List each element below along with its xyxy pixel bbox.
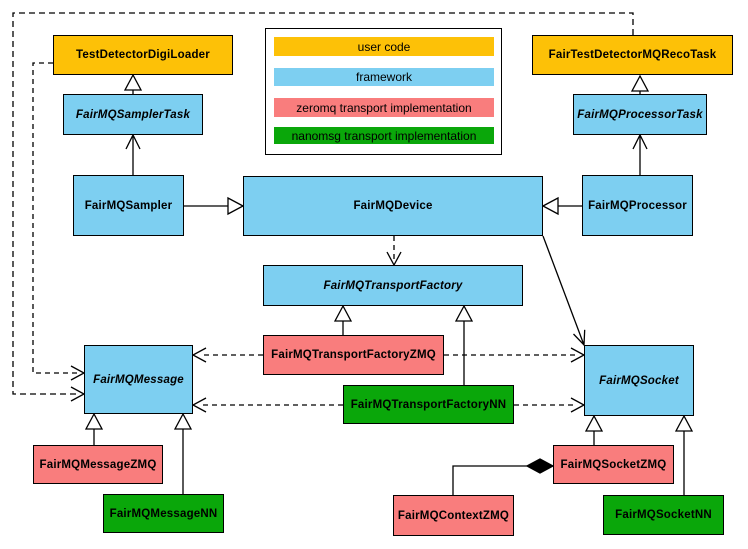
edge-socketnn-to-socket <box>674 414 694 495</box>
edge-tfnn-to-transportfactory <box>454 304 474 385</box>
class-fairmqmessage: FairMQMessage <box>84 345 193 414</box>
edge-contextzmq-to-socketzmq <box>452 458 555 495</box>
edge-tfnn-to-socket <box>514 397 586 413</box>
inheritance-triangle-icon <box>630 74 650 92</box>
inheritance-triangle-icon <box>84 412 104 430</box>
edge-tfzmq-to-socket <box>444 347 586 363</box>
open-arrowhead-icon <box>632 133 648 150</box>
edge-sampler-to-device <box>184 196 245 216</box>
composition-diamond-icon <box>525 458 555 474</box>
class-fairmqtransportfactorynn: FairMQTransportFactoryNN <box>343 385 514 424</box>
class-fairmqprocessortask: FairMQProcessorTask <box>573 94 707 135</box>
class-fairmqtransportfactory: FairMQTransportFactory <box>263 265 523 306</box>
edge-processortask-to-recotask <box>630 74 650 94</box>
class-fairmqmessagenn: FairMQMessageNN <box>103 494 224 533</box>
edge-tfzmq-to-transportfactory <box>333 304 353 335</box>
open-arrowhead-icon <box>191 397 207 413</box>
class-fairmqsocket: FairMQSocket <box>584 345 694 416</box>
inheritance-triangle-icon <box>674 414 694 432</box>
edge-device-to-transportfactory <box>386 236 402 267</box>
inheritance-triangle-icon <box>227 196 245 216</box>
legend-item-framework: framework <box>274 68 494 86</box>
edge-sampler-to-samplertask <box>125 133 141 175</box>
edge-processor-to-processortask <box>632 133 648 175</box>
inheritance-triangle-icon <box>541 196 559 216</box>
edge-tfnn-to-message <box>191 397 343 413</box>
open-arrowhead-icon <box>125 133 141 150</box>
class-fairmqsocketzmq: FairMQSocketZMQ <box>553 445 674 484</box>
class-fairmqprocessor: FairMQProcessor <box>582 175 693 236</box>
open-arrowhead-icon <box>191 347 207 363</box>
inheritance-triangle-icon <box>333 304 353 322</box>
legend-item-zeromq: zeromq transport implementation <box>274 98 494 117</box>
class-fairmqcontextzmq: FairMQContextZMQ <box>393 495 514 536</box>
edge-socketzmq-to-socket <box>584 414 604 445</box>
class-fairtestdetectormqrecotask: FairTestDetectorMQRecoTask <box>532 35 733 75</box>
inheritance-triangle-icon <box>173 412 193 430</box>
class-fairmqtransportfactoryzmq: FairMQTransportFactoryZMQ <box>263 335 444 375</box>
class-fairmqmessagezmq: FairMQMessageZMQ <box>33 445 163 484</box>
inheritance-triangle-icon <box>454 304 474 322</box>
inheritance-triangle-icon <box>584 414 604 432</box>
legend-item-user-code: user code <box>274 37 494 56</box>
edge-samplertask-to-digiloader <box>123 73 143 94</box>
edge-tfzmq-to-message <box>191 347 263 363</box>
class-fairmqsocketnn: FairMQSocketNN <box>603 495 724 535</box>
class-fairmqdevice: FairMQDevice <box>243 176 543 236</box>
edge-messagenn-to-message <box>173 412 193 494</box>
class-fairmqsampler: FairMQSampler <box>73 175 184 236</box>
inheritance-triangle-icon <box>123 73 143 91</box>
edge-device-to-socket <box>542 235 586 347</box>
legend: user code framework zeromq transport imp… <box>265 28 502 155</box>
class-testdetectordigiloader: TestDetectorDigiLoader <box>53 35 233 75</box>
edge-processor-to-device <box>541 196 582 216</box>
legend-item-nanomsg: nanomsg transport implementation <box>274 127 494 144</box>
class-fairmqsamplertask: FairMQSamplerTask <box>63 94 203 135</box>
edge-messagezmq-to-message <box>84 412 104 445</box>
